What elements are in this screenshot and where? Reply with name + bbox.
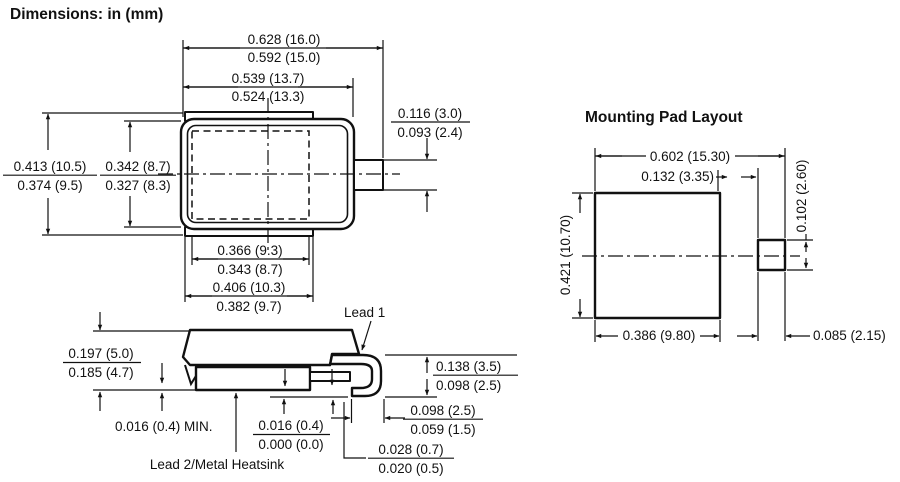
mounting-pad-title: Mounting Pad Layout — [585, 109, 743, 126]
dim-lead-width-max: 0.116 (3.0) — [398, 106, 462, 121]
dim-anode-pad-width-label: 0.085 (2.15) — [813, 328, 886, 343]
dim-overall-height: 0.197 (5.0) 0.185 (4.7) — [63, 312, 196, 411]
dim-lead-foot-max: 0.098 (2.5) — [410, 403, 475, 418]
lead2-label: Lead 2/Metal Heatsink — [150, 457, 285, 472]
dim-body-length: 0.539 (13.7) 0.524 (13.3) — [183, 71, 354, 117]
dim-standoff: 0.016 (0.4) 0.000 (0.0) — [253, 369, 437, 452]
dim-overall-height-min: 0.185 (4.7) — [68, 365, 133, 380]
dim-overall-width: 0.413 (10.5) 0.374 (9.5) — [3, 112, 183, 236]
dim-pad-overall-length: 0.602 (15.30) — [594, 148, 786, 238]
dim-heatsink-outer-max: 0.406 (10.3) — [213, 280, 286, 295]
dim-standoff-min: 0.000 (0.0) — [258, 437, 323, 452]
lead1-j-bend-profile — [328, 353, 383, 398]
heatsink-base-plate — [194, 365, 312, 392]
dim-standoff-max: 0.016 (0.4) — [258, 418, 323, 433]
dim-cathode-pad-width-label: 0.386 (9.80) — [623, 328, 696, 343]
dim-body-width: 0.342 (8.7) 0.327 (8.3) — [100, 120, 181, 228]
dim-lead-thickness-min: 0.020 (0.5) — [378, 461, 443, 476]
dim-overall-width-min: 0.374 (9.5) — [17, 178, 82, 193]
dim-heatsink-exposure-min: 0.016 (0.4) MIN. — [115, 363, 213, 434]
dim-lead-foot-length: 0.098 (2.5) 0.059 (1.5) — [331, 399, 483, 437]
dim-lead-thickness-max: 0.028 (0.7) — [378, 442, 443, 457]
package-top-view: 0.628 (16.0) 0.592 (15.0) 0.539 (13.7) 0… — [3, 32, 470, 314]
dim-cathode-pad-height-label: 0.421 (10.70) — [558, 215, 573, 295]
dim-lead-width: 0.116 (3.0) 0.093 (2.4) — [383, 106, 470, 212]
dim-pad-gap: 0.132 (3.35) — [641, 168, 759, 238]
dim-anode-pad-height-label: 0.102 (2.60) — [794, 160, 809, 233]
dim-lead-width-min: 0.093 (2.4) — [397, 125, 462, 140]
dim-heatsink-exposure-min-label: 0.016 (0.4) MIN. — [115, 419, 213, 434]
dim-body-length-min: 0.524 (13.3) — [232, 89, 305, 104]
dim-overall-length-min: 0.592 (15.0) — [248, 50, 321, 65]
dim-heatsink-inner-min: 0.343 (8.7) — [217, 262, 282, 277]
dim-cathode-pad-width: 0.386 (9.80) — [594, 320, 721, 343]
hidden-heatsink-outline — [191, 130, 310, 220]
anode-lead-tab — [353, 159, 384, 191]
page-title: Dimensions: in (mm) — [10, 6, 163, 23]
dim-lead-foot-min: 0.059 (1.5) — [410, 422, 475, 437]
dim-heatsink-inner-max: 0.366 (9.3) — [217, 243, 282, 258]
dim-overall-width-max: 0.413 (10.5) — [14, 159, 87, 174]
dim-lead-height-min: 0.098 (2.5) — [436, 378, 501, 393]
dim-overall-length: 0.628 (16.0) 0.592 (15.0) — [182, 32, 384, 158]
dim-heatsink-inner-width: 0.366 (9.3) 0.343 (8.7) — [191, 237, 310, 277]
dim-heatsink-outer-width: 0.406 (10.3) 0.382 (9.7) — [184, 237, 314, 314]
dim-pad-overall-length-label: 0.602 (15.30) — [650, 149, 730, 164]
dim-lead-height: 0.138 (3.5) 0.098 (2.5) — [385, 354, 518, 396]
lead1-leader-arrow — [361, 320, 372, 351]
heatsink-tongue — [309, 371, 351, 382]
package-side-view: Lead 1 0.197 (5.0) 0.185 (4.7) 0.016 (0.… — [63, 305, 518, 476]
dim-lead-thickness: 0.028 (0.7) 0.020 (0.5) — [343, 402, 454, 476]
dim-pad-gap-label: 0.132 (3.35) — [641, 169, 714, 184]
dim-cathode-pad-height: 0.421 (10.70) — [558, 192, 593, 319]
dim-body-length-max: 0.539 (13.7) — [232, 71, 305, 86]
lead1-label: Lead 1 — [344, 305, 385, 320]
dim-lead-height-max: 0.138 (3.5) — [436, 359, 501, 374]
mounting-pad-layout: Mounting Pad Layout 0.602 (15.30) 0.132 … — [558, 109, 886, 343]
dim-overall-height-max: 0.197 (5.0) — [68, 346, 133, 361]
dim-anode-pad-height: 0.102 (2.60) — [787, 160, 813, 271]
dim-heatsink-outer-min: 0.382 (9.7) — [216, 299, 281, 314]
dim-body-width-min: 0.327 (8.3) — [105, 178, 170, 193]
dim-overall-length-max: 0.628 (16.0) — [248, 32, 321, 47]
dim-anode-pad-width: 0.085 (2.15) — [737, 272, 886, 343]
dim-body-width-max: 0.342 (8.7) — [105, 159, 170, 174]
anode-pad — [756, 238, 787, 272]
